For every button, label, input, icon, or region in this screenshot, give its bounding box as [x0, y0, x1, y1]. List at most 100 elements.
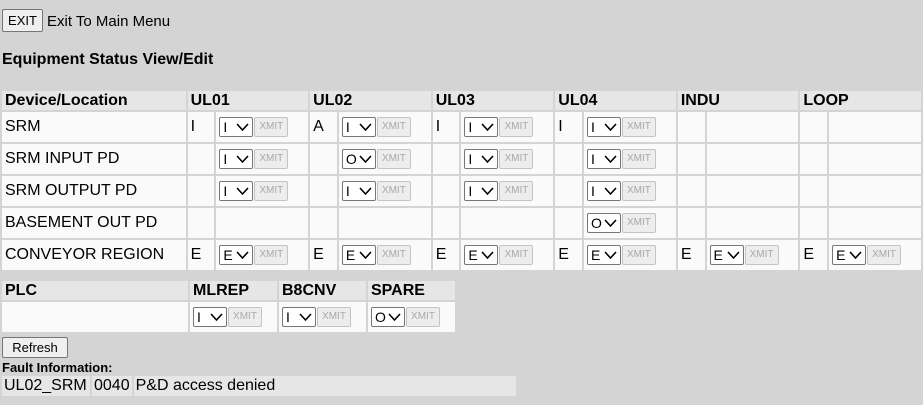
exit-label: Exit To Main Menu [47, 13, 171, 30]
fault-device: UL02_SRM [2, 376, 90, 396]
exit-button[interactable]: EXIT [2, 9, 43, 32]
current-status [310, 208, 337, 238]
device-name: SRM INPUT PD [2, 144, 186, 174]
xmit-button[interactable]: XMIT [254, 117, 289, 137]
location-header-ul02: UL02 [310, 91, 431, 110]
xmit-button[interactable]: XMIT [406, 307, 440, 327]
current-status [432, 208, 460, 238]
status-control-cell [829, 112, 921, 142]
status-control-cell [338, 208, 431, 238]
status-select[interactable]: O [341, 149, 376, 169]
status-control-cell [829, 208, 921, 238]
status-select[interactable]: I [586, 149, 621, 169]
status-select[interactable]: E [832, 245, 867, 265]
status-select-value: O [590, 215, 602, 231]
status-select-value: I [590, 183, 595, 199]
status-select[interactable]: E [709, 245, 744, 265]
current-status: E [432, 240, 460, 270]
chevron-down-icon [236, 187, 249, 196]
status-select[interactable]: E [341, 245, 376, 265]
chevron-down-icon [359, 251, 372, 260]
status-select[interactable]: I [219, 117, 254, 137]
xmit-button[interactable]: XMIT [317, 307, 351, 327]
status-control-cell: I XMIT [583, 176, 676, 206]
chevron-down-icon [236, 123, 249, 132]
status-select[interactable]: I [464, 149, 499, 169]
status-control-cell [706, 208, 799, 238]
chevron-down-icon [604, 251, 617, 260]
status-control-cell [706, 112, 799, 142]
xmit-button[interactable]: XMIT [254, 181, 289, 201]
device-name: SRM OUTPUT PD [2, 176, 186, 206]
current-status [800, 176, 828, 206]
xmit-button[interactable]: XMIT [744, 245, 779, 265]
xmit-button[interactable]: XMIT [621, 213, 656, 233]
status-select-value: I [345, 119, 350, 135]
current-status [555, 208, 582, 238]
current-status [187, 176, 215, 206]
chevron-down-icon [359, 155, 372, 164]
status-select[interactable]: I [586, 117, 621, 137]
status-select-value: I [468, 183, 473, 199]
status-select[interactable]: I [464, 181, 499, 201]
status-select[interactable]: O [371, 307, 405, 327]
status-select[interactable]: I [219, 149, 254, 169]
current-status [677, 176, 705, 206]
status-select-value: E [468, 247, 478, 263]
xmit-button[interactable]: XMIT [376, 117, 411, 137]
xmit-button[interactable]: XMIT [499, 149, 534, 169]
plc-unit-header: B8CNV [279, 281, 366, 300]
fault-message: P&D access denied [133, 376, 516, 396]
status-control-cell: O XMIT [583, 208, 676, 238]
status-select[interactable]: E [586, 245, 621, 265]
xmit-button[interactable]: XMIT [499, 117, 534, 137]
xmit-button[interactable]: XMIT [621, 117, 656, 137]
refresh-button[interactable]: Refresh [2, 337, 68, 358]
status-select[interactable]: I [341, 117, 376, 137]
status-control-cell [706, 176, 799, 206]
status-select[interactable]: E [464, 245, 499, 265]
status-control-cell [829, 176, 921, 206]
fault-info-table: UL02_SRM 0040 P&D access denied [0, 374, 518, 398]
xmit-button[interactable]: XMIT [254, 149, 289, 169]
fault-title: Fault Information: [2, 360, 113, 375]
xmit-button[interactable]: XMIT [228, 307, 262, 327]
status-select[interactable]: E [219, 245, 254, 265]
status-select-value: I [223, 183, 228, 199]
xmit-button[interactable]: XMIT [621, 149, 656, 169]
fault-row: UL02_SRM 0040 P&D access denied [2, 376, 516, 396]
chevron-down-icon [481, 187, 495, 196]
status-control-cell [461, 208, 554, 238]
xmit-button[interactable]: XMIT [499, 245, 534, 265]
status-select[interactable]: I [586, 181, 621, 201]
device-name: SRM [2, 112, 186, 142]
status-control-cell [216, 208, 309, 238]
xmit-button[interactable]: XMIT [254, 245, 289, 265]
xmit-button[interactable]: XMIT [621, 181, 656, 201]
status-select[interactable]: I [341, 181, 376, 201]
status-select[interactable]: I [464, 117, 499, 137]
status-select[interactable]: I [193, 307, 227, 327]
xmit-button[interactable]: XMIT [376, 149, 411, 169]
xmit-button[interactable]: XMIT [376, 245, 411, 265]
status-select[interactable]: O [586, 213, 621, 233]
current-status: I [555, 112, 582, 142]
current-status: E [310, 240, 337, 270]
status-select[interactable]: I [282, 307, 316, 327]
xmit-button[interactable]: XMIT [499, 181, 534, 201]
xmit-button[interactable]: XMIT [867, 245, 902, 265]
xmit-button[interactable]: XMIT [621, 245, 656, 265]
status-select[interactable]: I [219, 181, 254, 201]
xmit-button[interactable]: XMIT [376, 181, 411, 201]
